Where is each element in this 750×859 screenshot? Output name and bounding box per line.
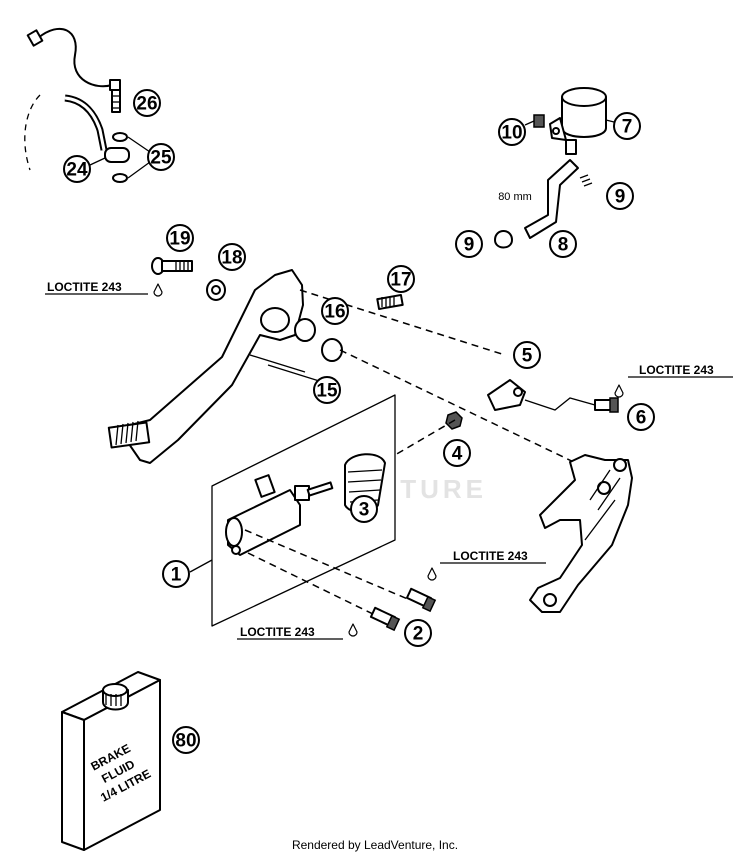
master-cylinder-box	[211, 394, 396, 627]
callout-80: 80	[172, 726, 200, 754]
svg-text:5: 5	[522, 346, 533, 367]
pedal-axis-line-2	[339, 349, 581, 466]
brake-light-switch-assembly	[24, 27, 151, 183]
callout-9-clamp-top: 9	[606, 182, 634, 210]
svg-text:1: 1	[171, 565, 182, 586]
svg-text:10: 10	[501, 123, 522, 144]
svg-text:9: 9	[464, 235, 475, 256]
callout-25: 25	[147, 143, 175, 171]
mc-mounting-bolt-upper	[405, 587, 437, 613]
brake-mounting-bracket	[529, 454, 633, 613]
svg-text:15: 15	[316, 381, 338, 402]
svg-text:4: 4	[452, 444, 463, 465]
callout-18: 18	[218, 243, 246, 271]
brake-fluid-bottle: BRAKE FLUID 1/4 LITRE	[61, 671, 161, 851]
svg-text:16: 16	[324, 302, 345, 323]
svg-text:80: 80	[175, 731, 196, 752]
brake-pedal	[107, 269, 343, 464]
svg-text:25: 25	[150, 148, 172, 169]
brake-fluid-reservoir	[494, 87, 607, 249]
svg-text:17: 17	[390, 270, 411, 291]
callout-19: 19	[166, 224, 194, 252]
callout-10: 10	[498, 118, 526, 146]
callout-6: 6	[627, 403, 655, 431]
loctite-label-pushrod-bolt: LOCTITE 243	[614, 363, 733, 398]
svg-text:19: 19	[169, 229, 190, 250]
svg-text:LOCTITE 243: LOCTITE 243	[240, 625, 315, 639]
callout-26: 26	[133, 89, 161, 117]
callout-17: 17	[387, 265, 415, 293]
svg-text:LOCTITE 243: LOCTITE 243	[639, 363, 714, 377]
footer-credit: Rendered by LeadVenture, Inc.	[291, 838, 459, 852]
callout-1: 1	[162, 559, 213, 588]
callout-16: 16	[321, 297, 349, 325]
callout-2: 2	[404, 619, 432, 647]
svg-text:24: 24	[66, 160, 88, 181]
callout-24: 24	[63, 155, 106, 183]
callout-8: 8	[549, 230, 577, 258]
callout-5: 5	[513, 341, 541, 369]
clevis-and-pushrod	[445, 379, 619, 430]
hose-length-label: 80 mm	[498, 191, 532, 203]
svg-text:LOCTITE 243: LOCTITE 243	[453, 549, 528, 563]
svg-text:2: 2	[413, 624, 424, 645]
svg-text:18: 18	[221, 248, 242, 269]
mc-bolt-line-1	[244, 529, 411, 601]
svg-text:LOCTITE 243: LOCTITE 243	[47, 280, 122, 294]
svg-text:9: 9	[615, 187, 626, 208]
svg-text:26: 26	[136, 94, 157, 115]
svg-text:8: 8	[558, 235, 569, 256]
callout-15: 15	[313, 376, 341, 404]
callout-4: 4	[443, 439, 471, 467]
pedal-pivot-bolt	[151, 257, 226, 301]
svg-text:6: 6	[636, 408, 647, 429]
mc-mounting-bolt-lower	[369, 606, 401, 632]
callout-3: 3	[350, 495, 378, 523]
master-cylinder	[225, 453, 386, 556]
callout-7: 7	[605, 112, 641, 140]
loctite-label-mc-lower-bolt: LOCTITE 243	[237, 623, 358, 640]
loctite-label-mc-upper-bolt: LOCTITE 243	[427, 549, 546, 581]
svg-text:3: 3	[359, 500, 370, 521]
pedal-spring	[376, 293, 404, 311]
loctite-label-pedal-bolt: LOCTITE 243	[45, 280, 163, 297]
callout-9-clamp-bottom: 9	[455, 230, 483, 258]
svg-text:7: 7	[622, 117, 633, 138]
